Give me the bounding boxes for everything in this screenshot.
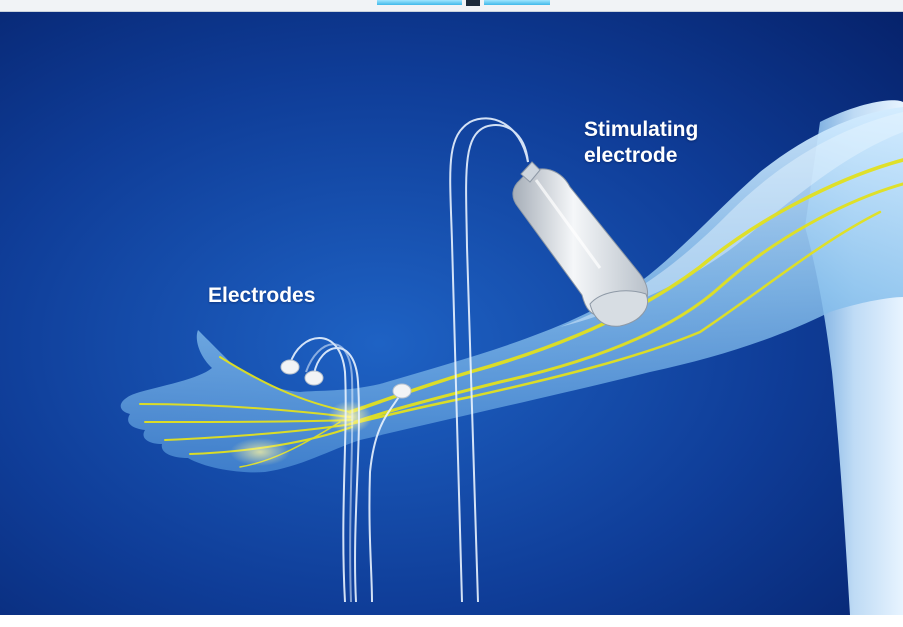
stimulating-electrode-label: Stimulating electrode <box>584 117 698 169</box>
stimulating-electrode-label-line1: Stimulating <box>584 117 698 143</box>
toolbar-separator <box>466 0 480 6</box>
bottom-margin <box>0 615 903 627</box>
toolbar-tab-left[interactable] <box>377 0 462 5</box>
electrode-pad-1 <box>281 360 299 374</box>
stimulating-electrode-label-line2: electrode <box>584 143 698 169</box>
electrodes-label: Electrodes <box>208 283 315 309</box>
electrode-pad-3 <box>393 384 411 398</box>
wrist-glow <box>328 401 372 433</box>
nerve-conduction-illustration <box>0 12 903 615</box>
top-toolbar-strip <box>0 0 903 12</box>
toolbar-tab-right[interactable] <box>484 0 550 5</box>
electrode-pad-2 <box>305 371 323 385</box>
hand-glow <box>230 438 290 466</box>
